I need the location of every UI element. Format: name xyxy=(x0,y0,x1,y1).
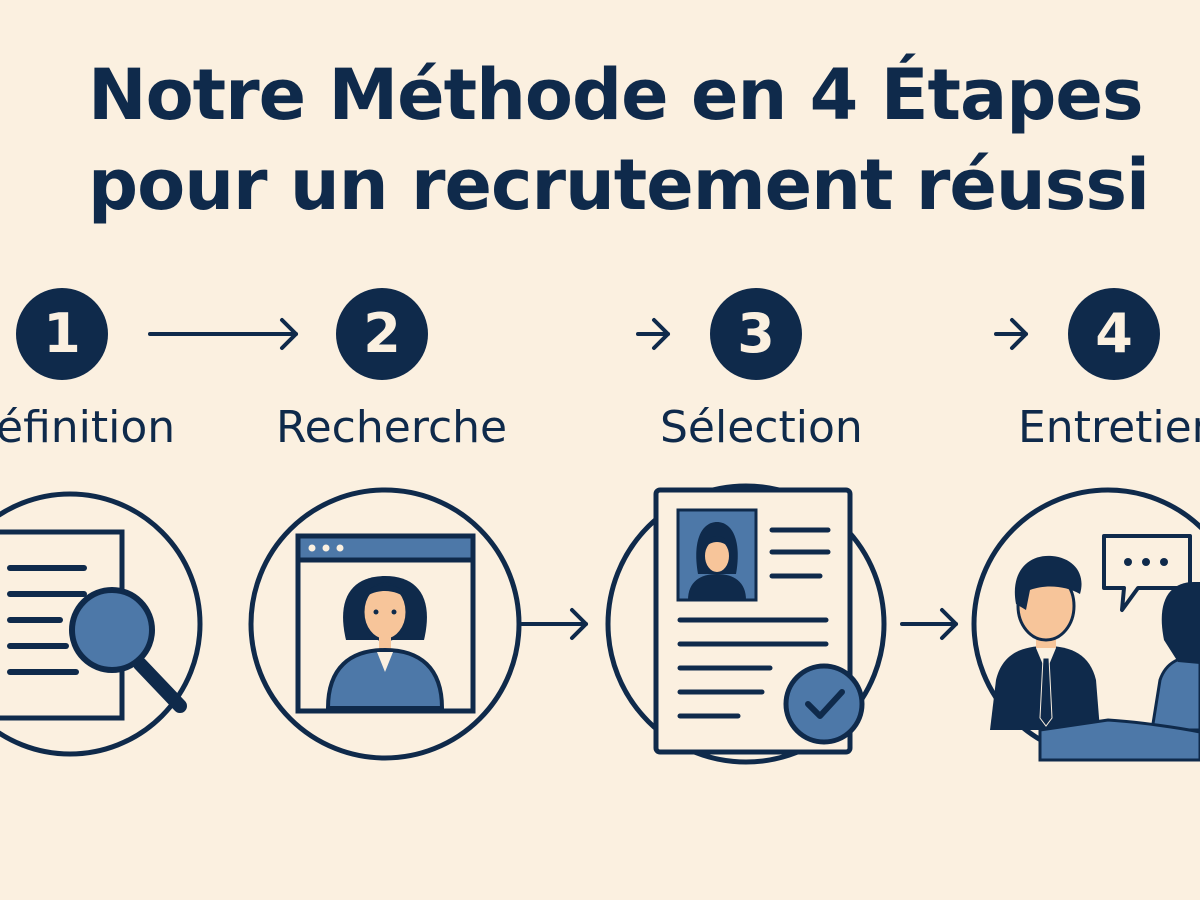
interview-chat-icon xyxy=(971,487,1200,762)
title-line-2: pour un recrutement réussi xyxy=(88,144,1150,226)
resume-check-icon xyxy=(605,483,887,765)
step-1-label: éfinition xyxy=(0,402,176,453)
document-magnifier-icon xyxy=(0,491,203,757)
arrow-3-to-4 xyxy=(994,318,1028,350)
step-2-label: Recherche xyxy=(276,402,508,453)
step-2-badge: 2 xyxy=(336,288,428,380)
arrow-circle-2-to-3 xyxy=(520,608,588,640)
title-line-1: Notre Méthode en 4 Étapes xyxy=(88,54,1143,136)
step-1-badge: 1 xyxy=(16,288,108,380)
arrow-1-to-2 xyxy=(148,318,298,350)
step-3-badge: 3 xyxy=(710,288,802,380)
browser-profile-icon xyxy=(248,487,522,761)
step-4-badge: 4 xyxy=(1068,288,1160,380)
arrow-2-to-3 xyxy=(636,318,670,350)
step-4-label: Entretien xyxy=(1018,402,1200,453)
step-3-label: Sélection xyxy=(660,402,863,453)
arrow-circle-3-to-4 xyxy=(900,608,958,640)
